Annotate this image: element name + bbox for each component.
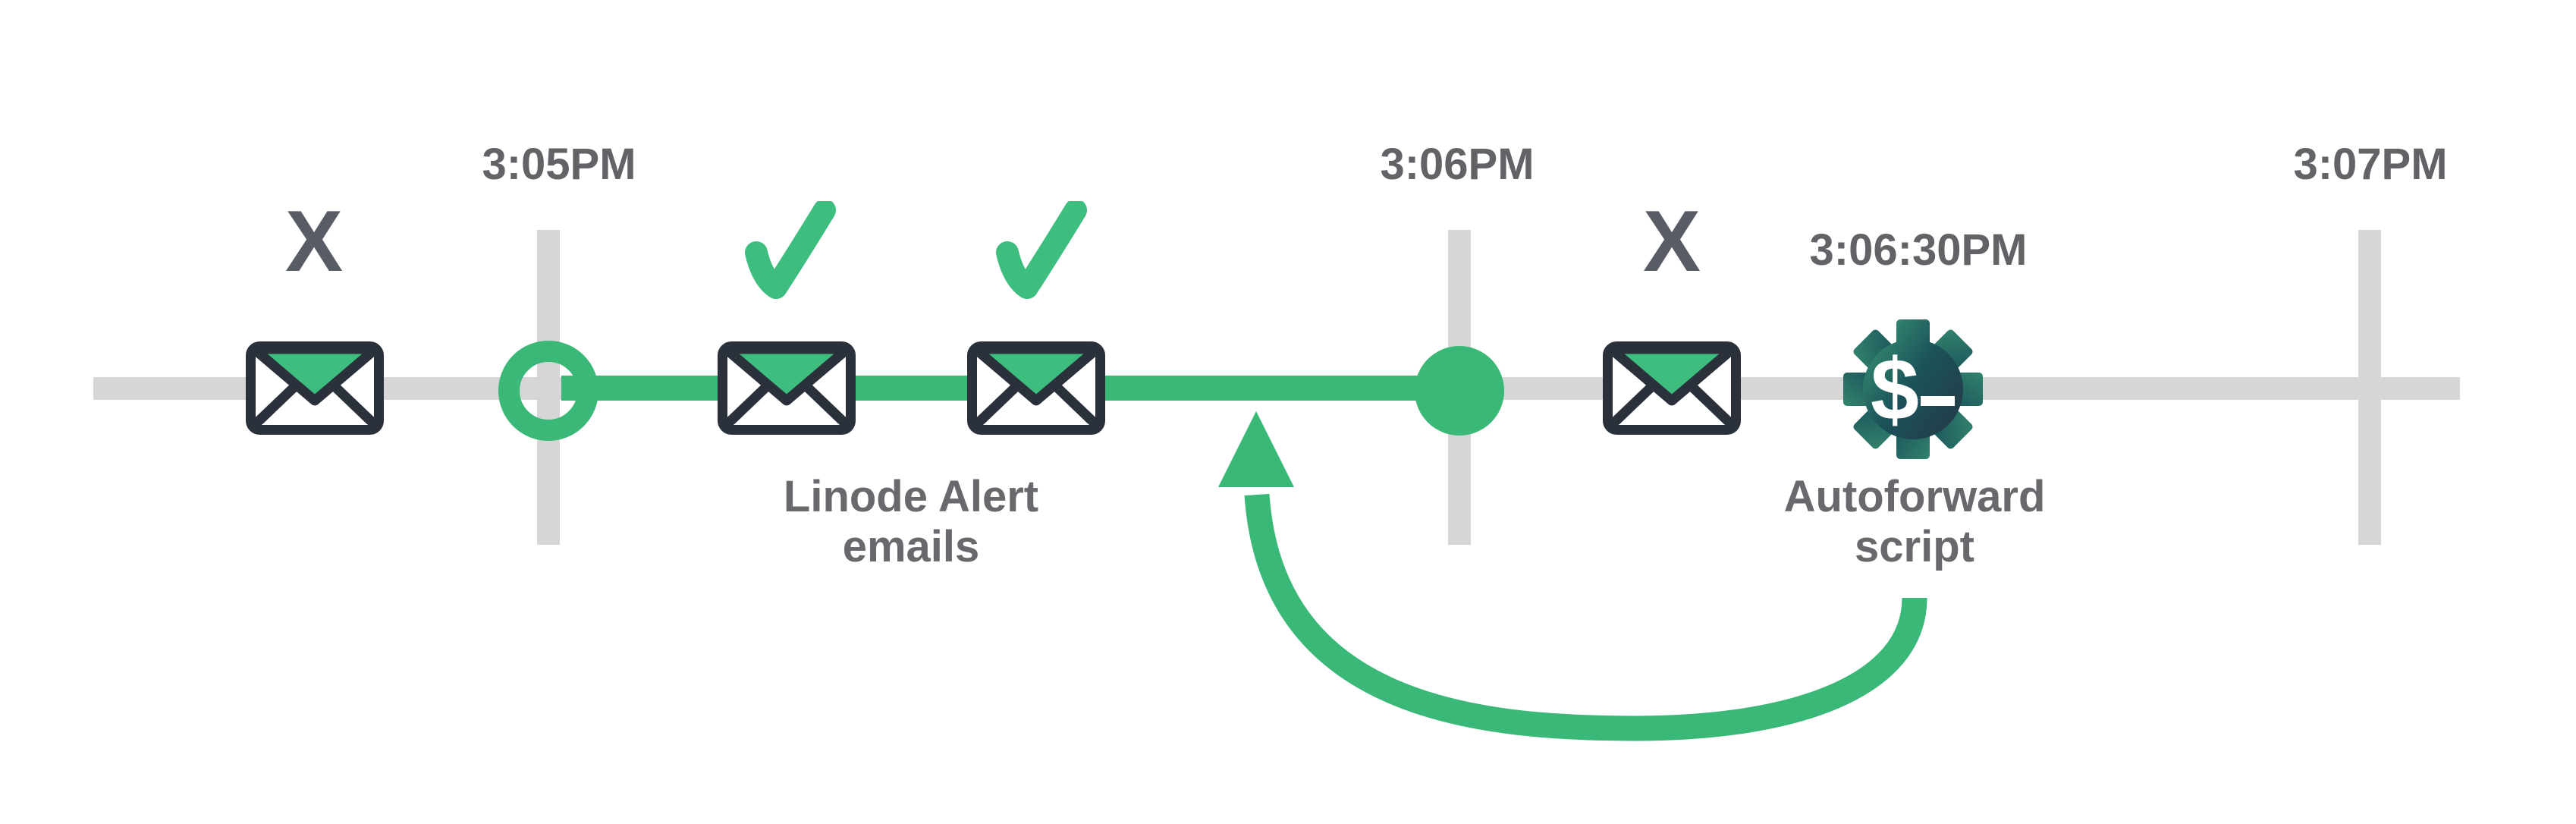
alert-emails-label: Linode Alert emails [784,472,1038,572]
alert-emails-label-line1: Linode Alert [783,472,1039,521]
check-icon [738,201,838,307]
envelope-icon-delivered-1 [718,341,856,435]
x-icon: X [284,193,344,290]
envelope-icon-delivered-2 [967,341,1105,435]
autoforward-time-label: 3:06:30PM [1809,225,2028,275]
time-label-3-07pm: 3:07PM [2293,140,2448,189]
tick-3-07pm [2358,230,2381,545]
x-icon: X [1642,193,1701,290]
time-label-3-05pm: 3:05PM [482,140,636,189]
interval-end-dot-marker [1415,346,1504,436]
envelope-icon-undelivered-2 [1603,341,1741,435]
alert-emails-label-line2: emails [842,522,980,571]
autoforward-script-label-line2: script [1855,522,1974,571]
autoforward-script-label-line1: Autoforward [1783,472,2046,521]
envelope-icon-undelivered-1 [246,341,384,435]
prompt-underscore [1921,396,1955,406]
gear-shell-prompt-icon: $ [1843,319,1983,459]
check-icon [989,201,1089,307]
dollar-prompt-glyph: $ [1871,341,1919,439]
loopback-arrow-head [1218,411,1294,487]
interval-start-ring-marker [498,341,598,441]
time-label-3-06pm: 3:06PM [1380,140,1535,189]
autoforward-script-label: Autoforward script [1784,472,2046,572]
gear-body [1843,319,1983,459]
